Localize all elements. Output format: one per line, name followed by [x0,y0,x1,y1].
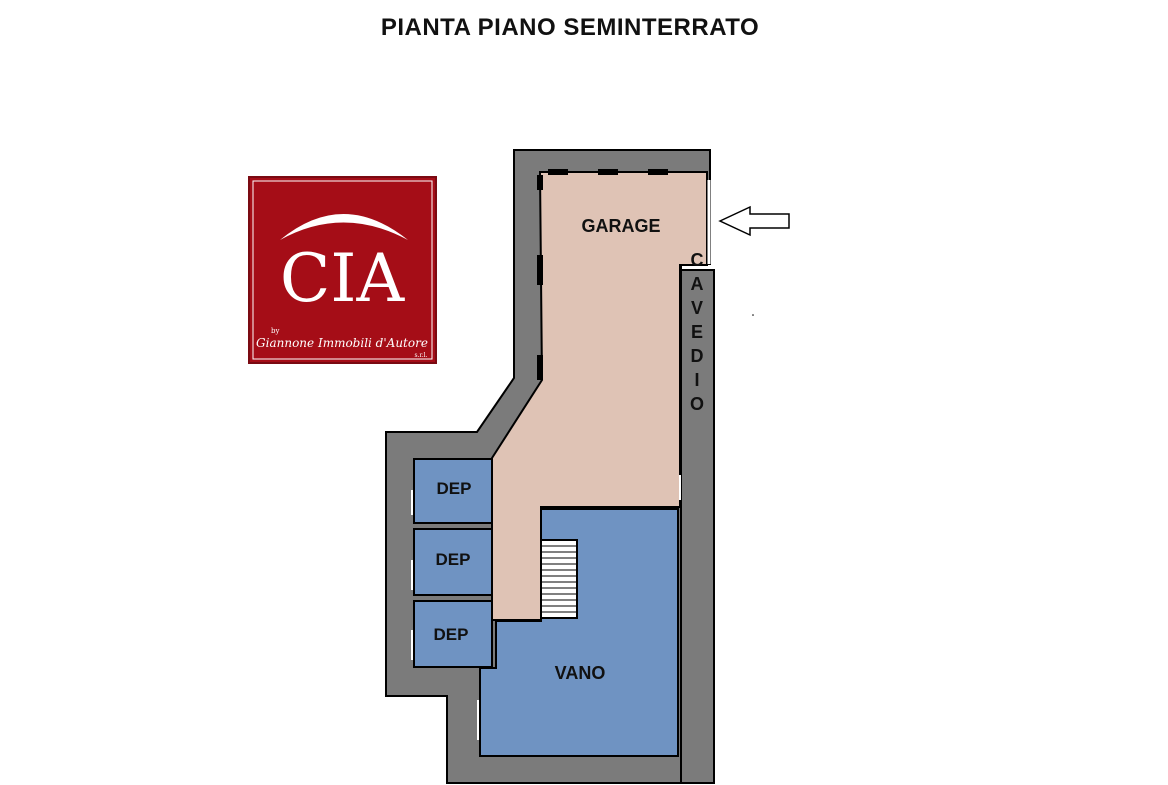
vano-label: VANO [555,663,606,683]
dep-label-3: DEP [434,625,469,644]
page-title: PIANTA PIANO SEMINTERRATO [380,14,760,41]
garage-door-marks [537,169,668,380]
window-marks [411,475,681,740]
logo-by: by [271,327,279,335]
logo-tagline: Giannone Immobili d'Autore [256,336,428,350]
dep-room-1 [413,458,493,524]
garage-label: GARAGE [581,216,660,236]
logo-suffix: s.r.l. [415,352,428,359]
cavedio-label: CAVEDIO [687,250,707,418]
dep-room-3 [413,600,493,668]
dep-label-2: DEP [436,550,471,569]
logo-arc-icon [280,214,408,240]
company-logo: CIA by Giannone Immobili d'Autore s.r.l. [248,176,437,364]
logo-brand: CIA [280,240,406,317]
stray-dot [752,314,754,316]
dep-room-2 [413,528,493,596]
stairs-icon [540,539,578,619]
entrance-arrow-icon [718,205,790,237]
dep-label-1: DEP [437,479,472,498]
cavedio-shaft [680,269,715,784]
